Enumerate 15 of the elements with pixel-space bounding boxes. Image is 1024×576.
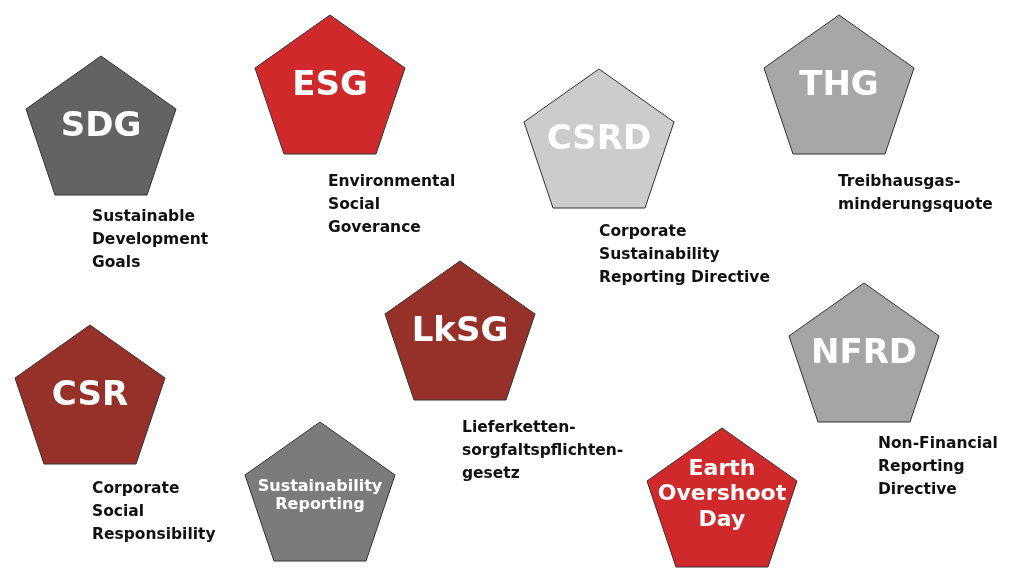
term-description: Corporate Sustainability Reporting Directive [599, 221, 771, 288]
term-description: Lieferketten- sorgfaltspflichten- gesetz [462, 417, 625, 484]
pentagon-label: SDG [59, 105, 143, 145]
term-description: Treibhausgas- minderungsquote [838, 171, 994, 215]
pentagon-label: Sustainability Reporting [256, 477, 384, 514]
pentagon-label: NFRD [809, 332, 919, 372]
term-description: Sustainable Development Goals [92, 206, 210, 273]
pentagon-label: LkSG [410, 310, 510, 350]
term-description: Environmental Social Goverance [328, 171, 457, 238]
pentagon-label: ESG [291, 64, 369, 104]
pentagon-label: THG [798, 64, 880, 104]
term-description: Non-Financial Reporting Directive [878, 433, 999, 500]
term-description: Corporate Social Responsibility [92, 478, 217, 545]
pentagon-label: Earth Overshoot Day [656, 455, 788, 531]
pentagon-label: CSR [50, 374, 130, 414]
